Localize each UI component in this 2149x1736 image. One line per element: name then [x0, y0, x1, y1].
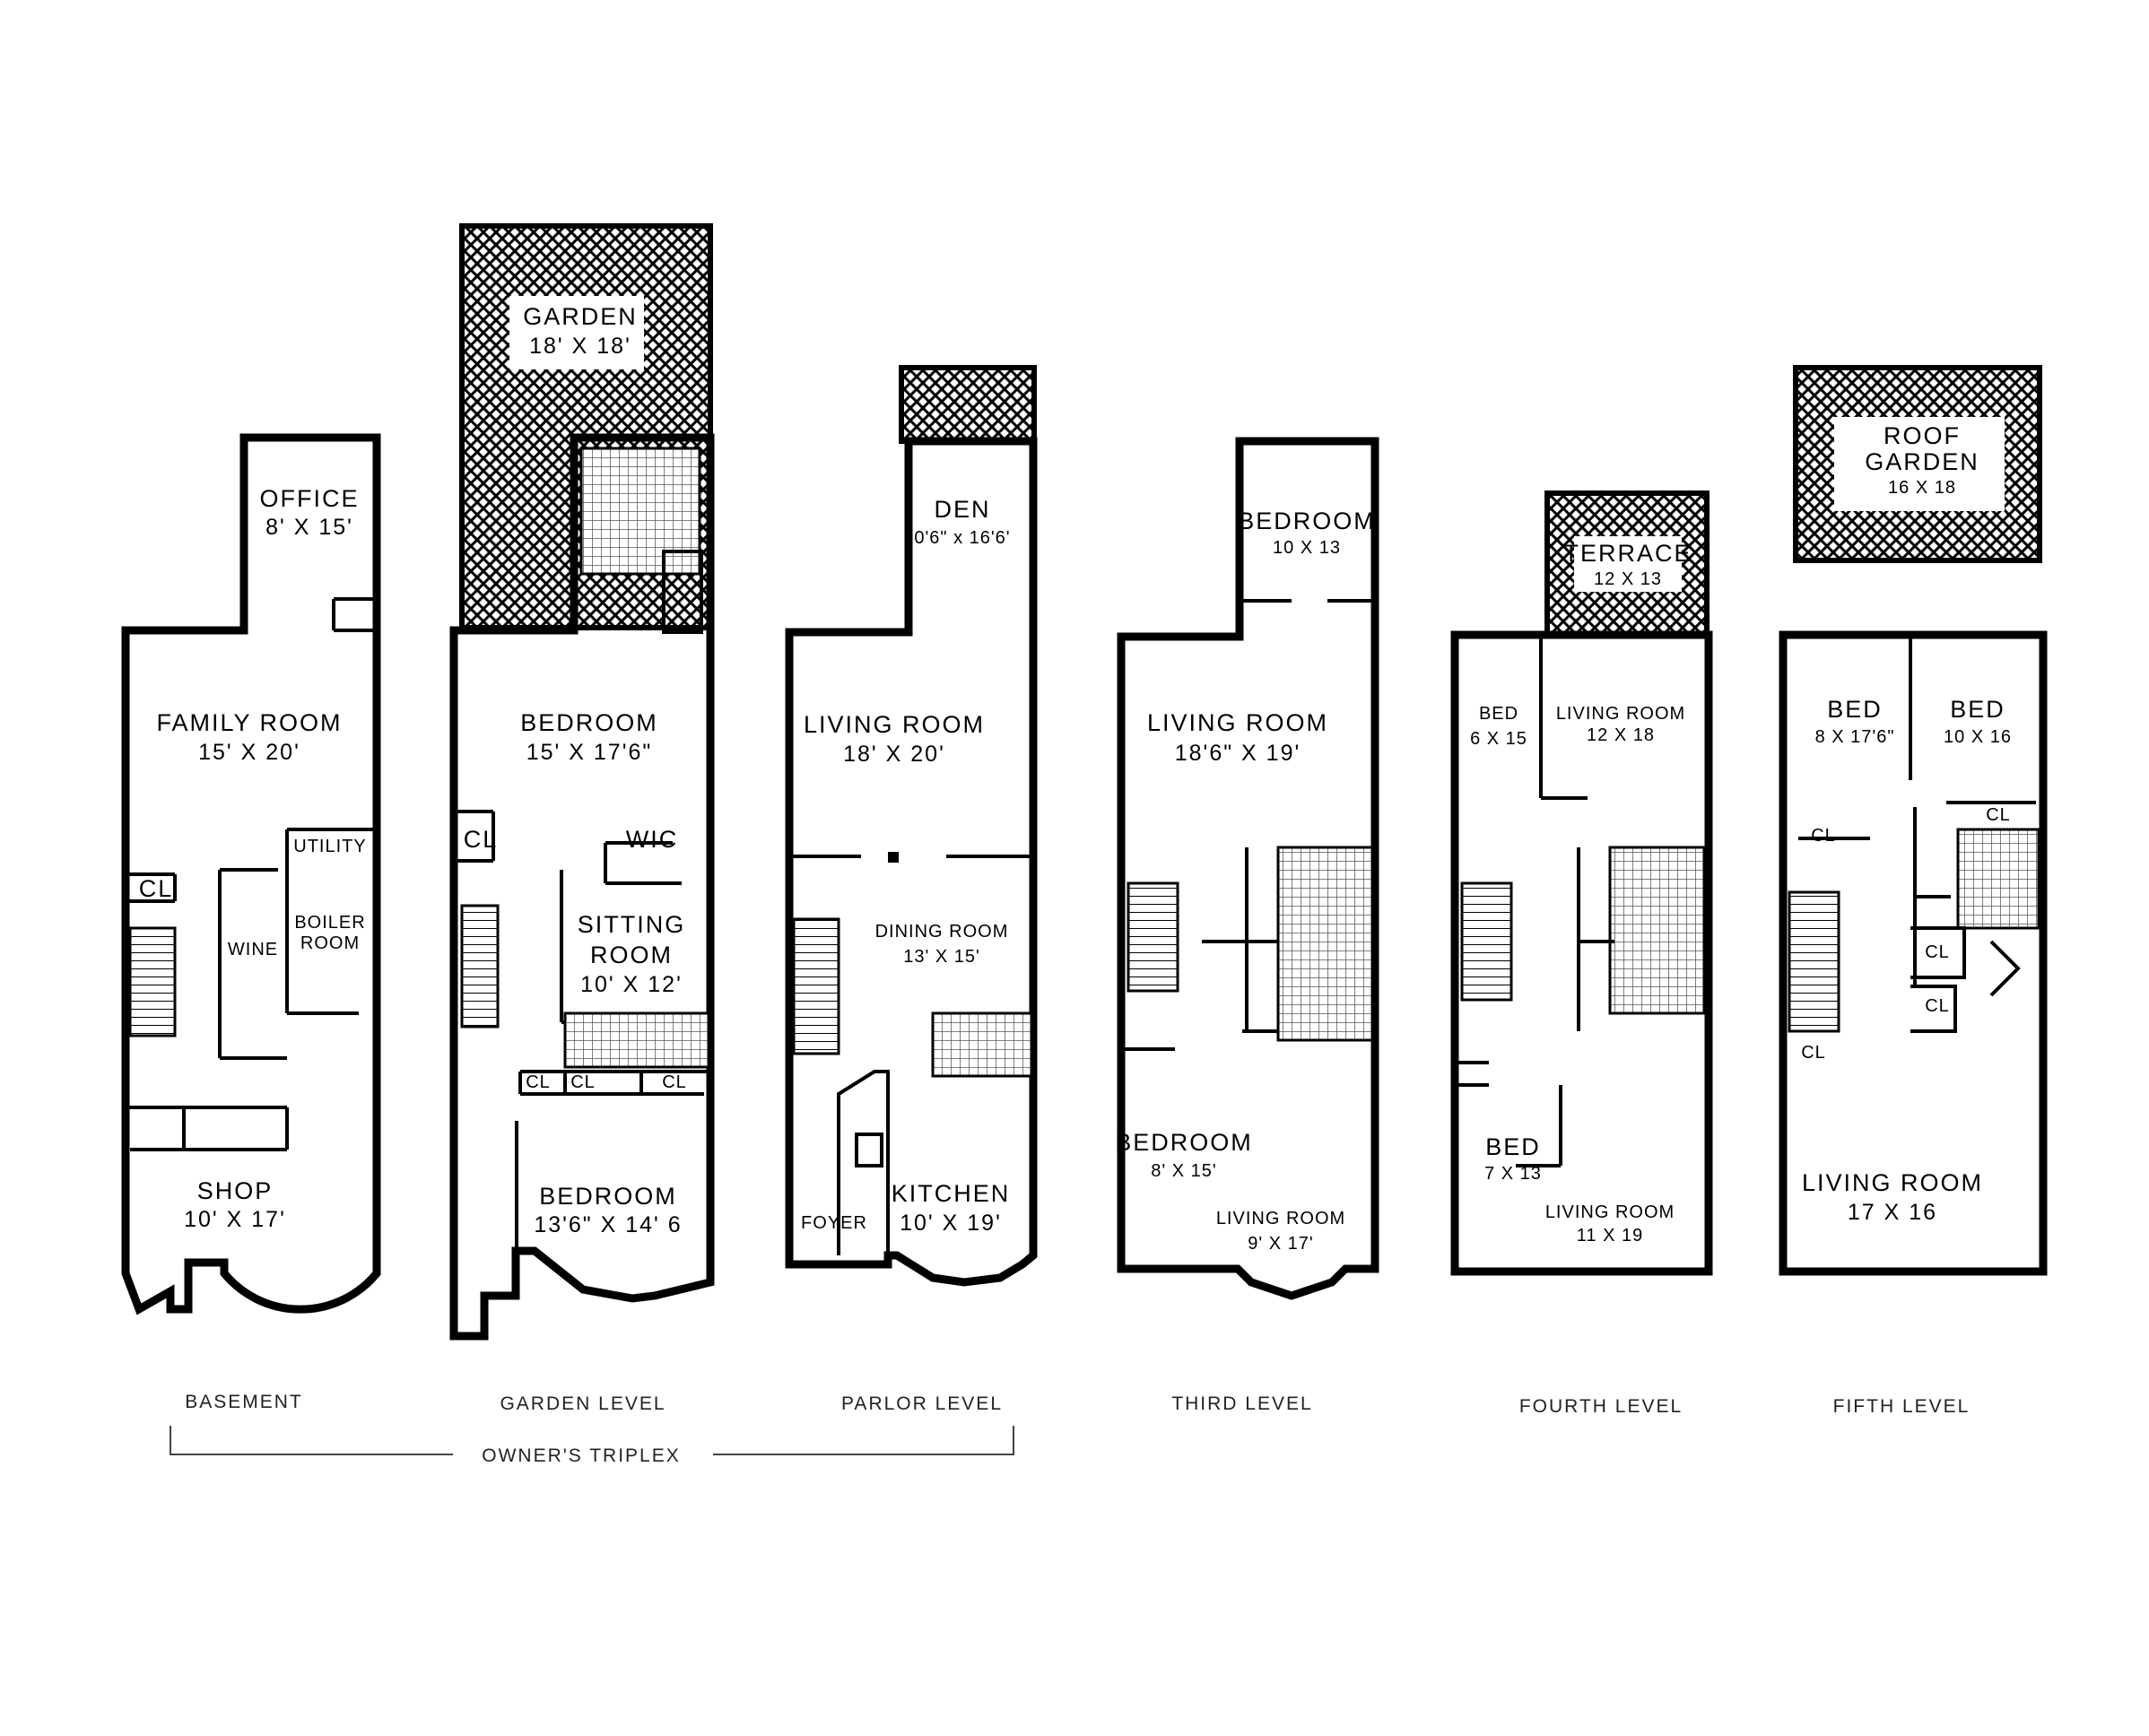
fifth-level-outline — [1779, 630, 2048, 1276]
basement-wine-label: WINE — [228, 940, 278, 959]
basement-boiler-label: BOILER — [294, 913, 365, 933]
garden-bedroom-1-dim: 15' X 17'6" — [526, 740, 653, 765]
garden-bedroom-2-dim: 13'6" X 14' 6 — [534, 1212, 682, 1237]
fourth-living-room-1-dim: 12 X 18 — [1587, 725, 1655, 745]
basement-caption: BASEMENT — [185, 1392, 303, 1412]
parlor-bath-tile — [931, 1011, 1033, 1078]
parlor-hatch — [899, 365, 1037, 444]
fifth-living-room-dim: 17 X 16 — [1848, 1200, 1937, 1225]
third-living-room-1-dim: 18'6" X 19' — [1175, 741, 1301, 766]
parlor-dining-room-dim: 13' X 15' — [903, 947, 980, 967]
fourth-bed-2-label: BED — [1485, 1133, 1541, 1160]
basement-outline — [121, 433, 381, 1315]
fifth-bed-2-dim: 10 X 16 — [1944, 727, 2012, 747]
garden-sitting-dim: 10' X 12' — [580, 972, 683, 997]
fifth-bed-2-label: BED — [1950, 696, 2005, 723]
fifth-bed-1-dim: 8 X 17'6" — [1815, 727, 1895, 747]
garden-wic-label: WIC — [626, 826, 678, 853]
owners-triplex-bracket: OWNER'S TRIPLEX — [170, 1426, 1014, 1466]
third-level-outline — [1117, 437, 1379, 1300]
fourth-living-room-2-label: LIVING ROOM — [1545, 1202, 1675, 1222]
roof-label: ROOF — [1884, 422, 1961, 449]
third-bedroom-2-label: BEDROOM — [1115, 1129, 1253, 1156]
roof-garden-label: GARDEN — [1865, 448, 1979, 475]
basement-shop-label: SHOP — [197, 1177, 274, 1204]
garden-bath-2-tile — [563, 1011, 710, 1069]
fourth-level-outline — [1450, 630, 1713, 1276]
fourth-level-plan: TERRACE 12 X 13 BED 6 X 15 LIVING ROOM 1… — [1450, 490, 1713, 1417]
basement-utility-label: UTILITY — [293, 837, 366, 856]
fourth-bed-1-label: BED — [1479, 704, 1518, 724]
garden-stairs — [460, 904, 500, 1029]
fifth-cl-1-label: CL — [1986, 805, 2011, 825]
garden-bath-tile — [579, 447, 701, 576]
parlor-den-label: DEN — [934, 496, 990, 523]
fifth-bath-tile — [1956, 828, 2040, 930]
parlor-level-plan: DEN 0'6" x 16'6' LIVING ROOM 18' X 20' D… — [785, 365, 1038, 1414]
third-bedroom-2-dim: 8' X 15' — [1151, 1161, 1216, 1181]
basement-stairs — [128, 926, 177, 1037]
parlor-den-dim: 0'6" x 16'6' — [914, 528, 1010, 548]
garden-cl-b-label: CL — [570, 1072, 596, 1092]
fourth-living-room-1-label: LIVING ROOM — [1556, 704, 1685, 724]
third-living-room-2-label: LIVING ROOM — [1216, 1209, 1345, 1228]
terrace-dim: 12 X 13 — [1594, 569, 1662, 589]
basement-office-dim: 8' X 15' — [265, 515, 353, 540]
terrace-label: TERRACE — [1563, 540, 1692, 567]
basement-boiler-room-label: ROOM — [300, 933, 360, 953]
fourth-bed-1-dim: 6 X 15 — [1470, 729, 1527, 749]
third-level-caption: THIRD LEVEL — [1171, 1393, 1312, 1414]
fourth-stairs — [1460, 881, 1513, 1002]
garden-dim: 18' X 18' — [529, 334, 631, 359]
parlor-level-caption: PARLOR LEVEL — [841, 1393, 1003, 1414]
parlor-kitchen-label: KITCHEN — [892, 1180, 1011, 1207]
fourth-living-room-2-dim: 11 X 19 — [1577, 1226, 1643, 1246]
fifth-stairs — [1788, 890, 1840, 1033]
garden-cl-c-label: CL — [662, 1072, 687, 1092]
third-level-plan: BEDROOM 10 X 13 LIVING ROOM 18'6" X 19' … — [1115, 437, 1379, 1414]
fourth-level-caption: FOURTH LEVEL — [1519, 1396, 1683, 1417]
fifth-level-plan: ROOF GARDEN 16 X 18 BED 8 X 17'6" BED 10… — [1779, 365, 2048, 1417]
garden-bedroom-2-label: BEDROOM — [539, 1183, 677, 1210]
fifth-cl-3-label: CL — [1925, 942, 1950, 962]
garden-cl-a-label: CL — [526, 1072, 551, 1092]
fourth-bed-2-dim: 7 X 13 — [1484, 1164, 1542, 1184]
basement-office-label: OFFICE — [260, 485, 360, 512]
fifth-cl-5-label: CL — [1801, 1043, 1826, 1063]
roof-garden-dim: 16 X 18 — [1888, 478, 1956, 498]
parlor-kitchen-dim: 10' X 19' — [900, 1211, 1002, 1236]
garden-level-caption: GARDEN LEVEL — [500, 1393, 666, 1414]
parlor-foyer-label: FOYER — [801, 1213, 867, 1233]
garden-cl-label: CL — [464, 826, 499, 853]
basement-plan: OFFICE 8' X 15' FAMILY ROOM 15' X 20' UT… — [121, 433, 381, 1412]
fifth-cl-2-label: CL — [1811, 826, 1836, 846]
basement-family-room-label: FAMILY ROOM — [156, 709, 342, 736]
fifth-cl-4-label: CL — [1925, 996, 1950, 1016]
fifth-living-room-label: LIVING ROOM — [1802, 1169, 1983, 1196]
garden-sitting-room-label: ROOM — [590, 942, 673, 968]
third-stairs — [1127, 881, 1179, 993]
third-bedroom-1-label: BEDROOM — [1238, 508, 1376, 534]
parlor-level-outline — [785, 437, 1038, 1287]
third-living-room-1-label: LIVING ROOM — [1147, 709, 1328, 736]
garden-bedroom-1-label: BEDROOM — [520, 709, 658, 736]
garden-level-plan: GARDEN 18' X 18' BEDROOM 15' X 17'6" CL … — [449, 223, 715, 1414]
fifth-bed-1-label: BED — [1827, 696, 1883, 723]
basement-shop-dim: 10' X 17' — [184, 1207, 286, 1232]
third-bath-tile — [1276, 846, 1374, 1042]
garden-label: GARDEN — [523, 303, 638, 330]
parlor-living-room-dim: 18' X 20' — [843, 742, 945, 767]
parlor-dining-room-label: DINING ROOM — [875, 922, 1009, 942]
parlor-stairs — [792, 917, 840, 1055]
fourth-bath-tile — [1608, 846, 1706, 1015]
garden-sitting-label: SITTING — [578, 911, 686, 938]
basement-cl-label: CL — [139, 875, 174, 902]
third-living-room-2-dim: 9' X 17' — [1248, 1234, 1313, 1254]
parlor-living-room-label: LIVING ROOM — [804, 711, 985, 738]
basement-family-room-dim: 15' X 20' — [198, 740, 300, 765]
owners-triplex-label: OWNER'S TRIPLEX — [482, 1445, 681, 1466]
third-bedroom-1-dim: 10 X 13 — [1273, 538, 1341, 558]
fifth-level-caption: FIFTH LEVEL — [1833, 1396, 1971, 1417]
